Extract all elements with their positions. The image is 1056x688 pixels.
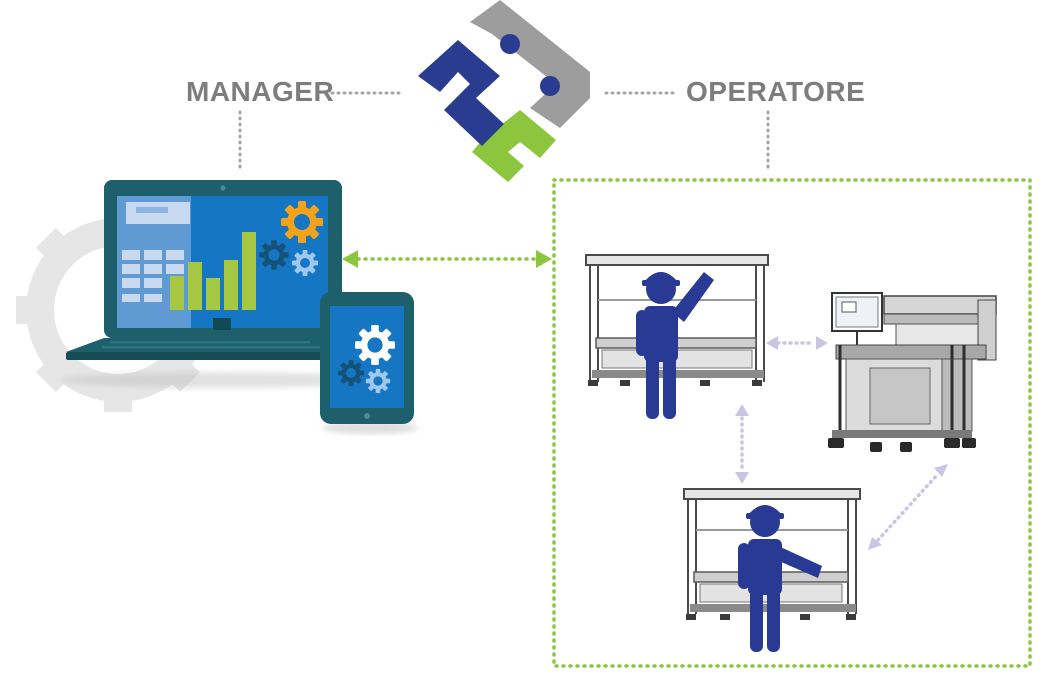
station-connectors bbox=[740, 341, 940, 542]
operator-label: OPERATORE bbox=[686, 76, 866, 107]
gear-icon bbox=[355, 325, 395, 365]
operator-area-border bbox=[552, 178, 1032, 668]
logo-navy-shape bbox=[418, 40, 504, 146]
tablet-icon bbox=[320, 292, 418, 434]
gear-icon bbox=[259, 240, 289, 270]
cnc-machine-icon bbox=[828, 292, 997, 452]
bar-chart-icon bbox=[170, 232, 256, 310]
manager-label: MANAGER bbox=[186, 76, 335, 107]
worker-icon bbox=[636, 272, 714, 419]
arrow-left-head bbox=[342, 250, 358, 268]
laptop-icon bbox=[60, 180, 380, 388]
logo-dot-2 bbox=[540, 76, 560, 96]
gear-icon bbox=[291, 249, 319, 277]
gear-icon bbox=[281, 201, 323, 243]
logo-grey-shape bbox=[470, 0, 590, 128]
worker-icon bbox=[738, 505, 822, 652]
logo-dot-1 bbox=[500, 34, 520, 54]
station-arrowheads bbox=[735, 336, 948, 550]
logo-mark bbox=[418, 0, 590, 182]
gear-icon bbox=[337, 359, 365, 387]
logo-green-shape bbox=[472, 110, 556, 182]
arrow-right-head bbox=[536, 250, 552, 268]
connector-lines bbox=[238, 91, 1032, 668]
gear-icon bbox=[365, 368, 391, 394]
